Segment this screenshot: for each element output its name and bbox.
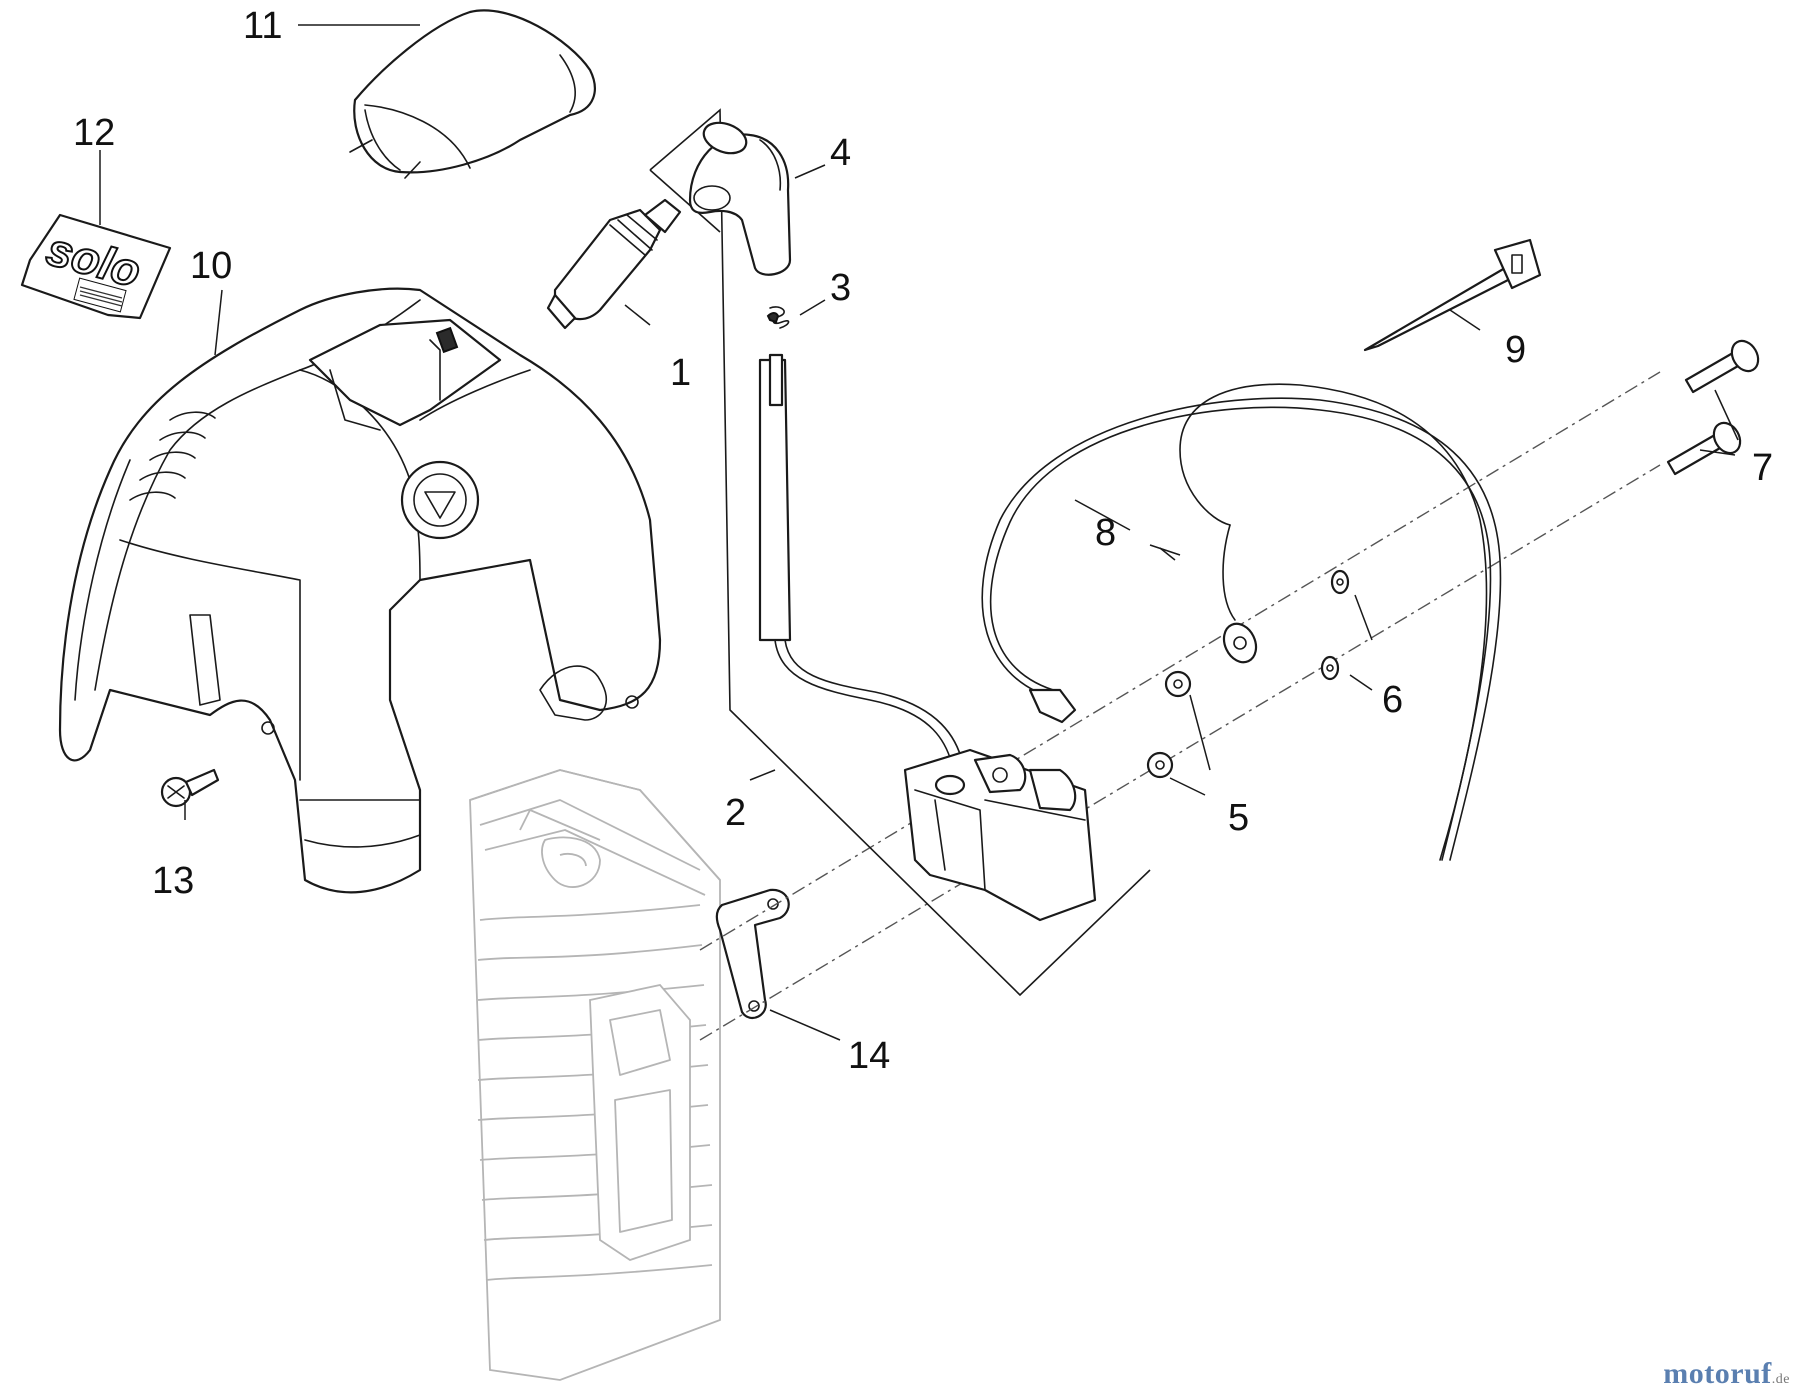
alignment-lines xyxy=(699,371,1661,1041)
shroud-vents xyxy=(129,411,216,501)
spark-plug xyxy=(546,198,682,330)
watermark-suffix: .de xyxy=(1771,1372,1790,1387)
callout-2: 2 xyxy=(725,792,746,834)
watermark-name: motoruf xyxy=(1663,1357,1772,1390)
callout-9: 9 xyxy=(1505,329,1526,371)
lock-washers xyxy=(1320,569,1350,681)
spark-plug-boot xyxy=(688,121,792,276)
cover-cap xyxy=(349,9,596,179)
ignition-module xyxy=(758,353,1097,922)
callout-8: 8 xyxy=(1095,512,1116,554)
callout-labels: 1 2 3 4 5 6 7 8 9 10 11 12 13 14 xyxy=(73,5,1773,1077)
watermark: motoruf.de xyxy=(1663,1357,1790,1391)
ground-cable xyxy=(981,383,1502,861)
ignition-bracket xyxy=(715,888,790,1019)
shroud-plug-hole xyxy=(400,460,480,540)
callout-14: 14 xyxy=(848,1035,890,1077)
cylinder-ghost xyxy=(469,769,721,1381)
shroud-opening xyxy=(308,318,502,431)
flat-washers xyxy=(1146,670,1192,779)
solo-decal: solo xyxy=(20,213,172,320)
leader-lines xyxy=(99,24,1739,1041)
callout-10: 10 xyxy=(190,245,232,287)
callout-4: 4 xyxy=(830,132,851,174)
callout-11: 11 xyxy=(243,5,282,47)
callout-1: 1 xyxy=(670,352,691,394)
callout-7: 7 xyxy=(1752,447,1773,489)
callout-3: 3 xyxy=(830,267,851,309)
decal-barcode xyxy=(73,277,127,313)
shroud-screw xyxy=(160,768,220,808)
mounting-screws xyxy=(1666,339,1760,476)
cylinder-fins xyxy=(477,904,713,1281)
callout-6: 6 xyxy=(1382,679,1403,721)
callout-13: 13 xyxy=(152,860,194,902)
callout-5: 5 xyxy=(1228,797,1249,839)
cable-tie xyxy=(1363,238,1542,352)
engine-shroud xyxy=(58,287,662,894)
callout-12: 12 xyxy=(73,112,115,154)
module-bracket-outline xyxy=(649,108,1151,997)
contact-spring xyxy=(766,306,790,329)
